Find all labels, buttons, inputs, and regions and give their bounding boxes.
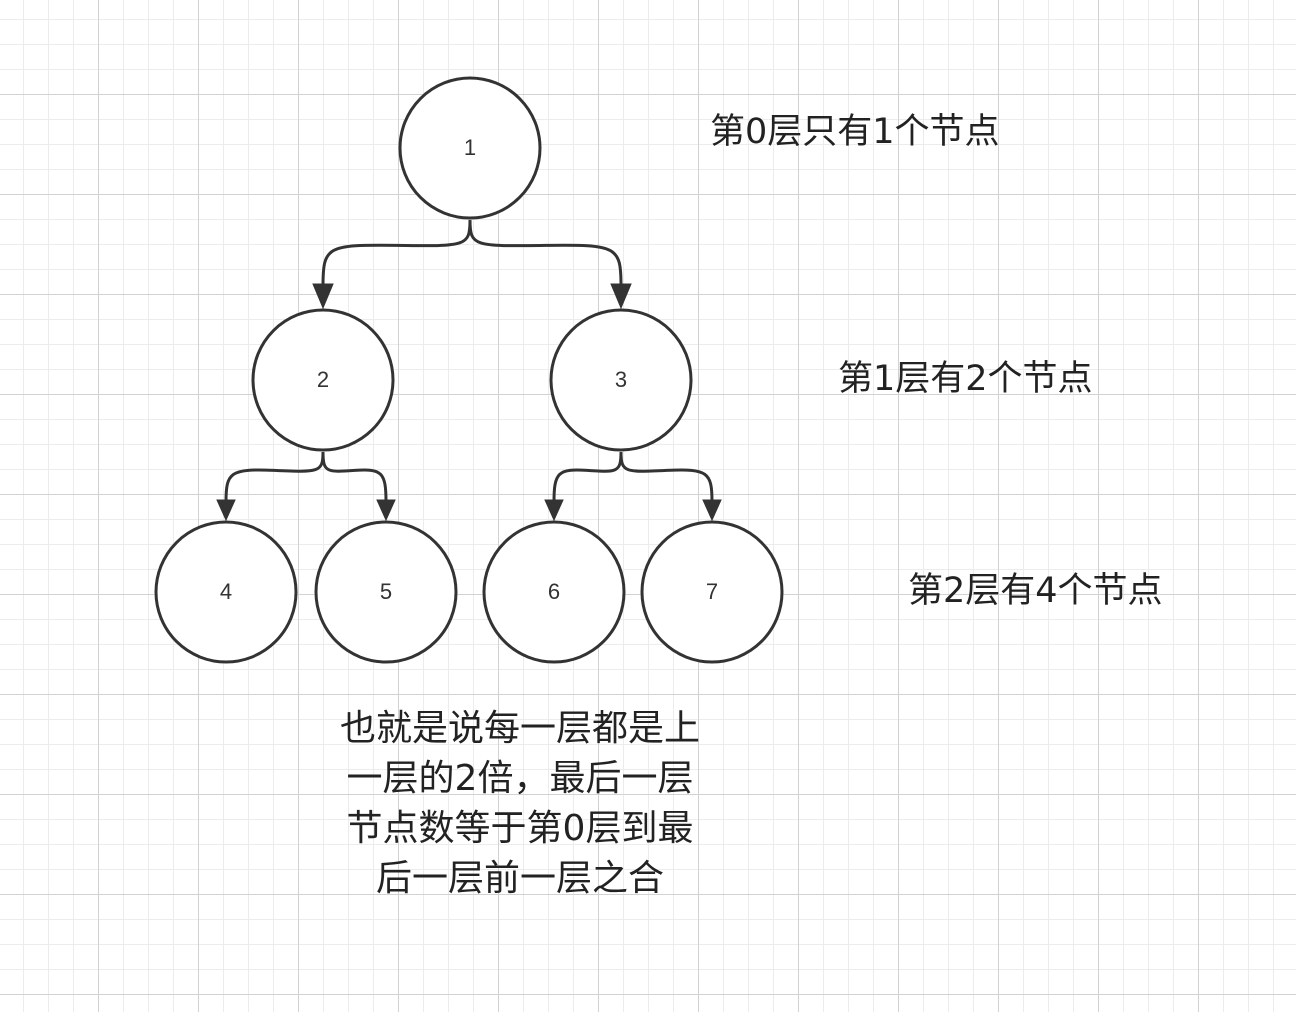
node-label: 5 (380, 579, 392, 604)
node-circle (482, 520, 626, 664)
summary-line-4: 后一层前一层之合 (375, 858, 664, 899)
edge-n1-n2 (321, 219, 472, 287)
tree-node-7: 7 (640, 520, 784, 664)
edge-n2-n5 (321, 451, 388, 503)
summary-text: 也就是说每一层都是上 一层的2倍，最后一层 节点数等于第0层到最 后一层前一层之… (300, 704, 740, 904)
edge-n3-n6 (552, 451, 623, 503)
node-circle (314, 520, 458, 664)
tree-node-1: 1 (398, 76, 542, 220)
node-label: 2 (317, 367, 329, 392)
summary-line-1: 也就是说每一层都是上 (339, 708, 700, 749)
node-circle (398, 76, 542, 220)
arrowhead-n1-n2 (312, 283, 334, 310)
node-circle (549, 308, 693, 452)
edge-n1-n3 (468, 219, 623, 287)
arrowhead-n1-n3 (610, 283, 632, 310)
tree-node-5: 5 (314, 520, 458, 664)
tree-node-2: 2 (251, 308, 395, 452)
nodes-layer: 1 2 3 4 5 6 7 (154, 76, 784, 664)
level-0-note: 第0层只有1个节点 (710, 112, 1000, 152)
node-circle (154, 520, 298, 664)
node-label: 1 (464, 135, 476, 160)
edge-n3-n7 (619, 451, 714, 503)
node-label: 6 (548, 579, 560, 604)
summary-line-2: 一层的2倍，最后一层 (346, 758, 694, 799)
node-label: 4 (220, 579, 232, 604)
arrowhead-n2-n4 (216, 499, 236, 522)
tree-node-3: 3 (549, 308, 693, 452)
tree-node-4: 4 (154, 520, 298, 664)
tree-node-6: 6 (482, 520, 626, 664)
edge-n2-n4 (224, 451, 325, 503)
level-1-note: 第1层有2个节点 (838, 359, 1093, 399)
node-label: 7 (706, 579, 718, 604)
node-circle (640, 520, 784, 664)
edges-layer (216, 219, 722, 522)
arrowhead-n3-n6 (544, 499, 564, 522)
arrowhead-n3-n7 (702, 499, 722, 522)
node-circle (251, 308, 395, 452)
summary-line-3: 节点数等于第0层到最 (346, 808, 694, 849)
level-2-note: 第2层有4个节点 (908, 571, 1163, 611)
arrowhead-n2-n5 (376, 499, 396, 522)
node-label: 3 (615, 367, 627, 392)
